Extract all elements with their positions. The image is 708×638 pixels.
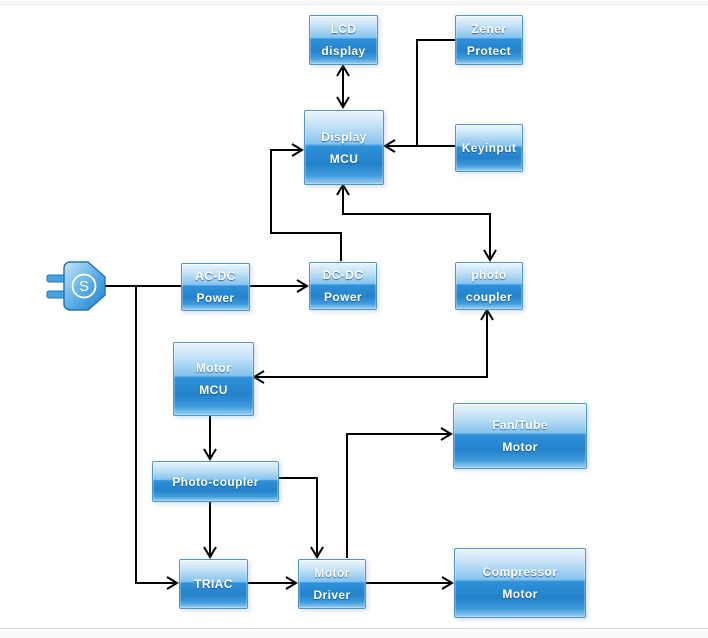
connector-zener-protect-branch	[416, 39, 455, 146]
node-ac-dc-power[interactable]: AC-DC Power	[181, 263, 250, 311]
node-label: DC-DC	[322, 268, 364, 282]
node-label: Motor	[195, 361, 232, 375]
plug-ring	[71, 273, 97, 299]
page-bottom-border	[0, 628, 708, 638]
node-motor-mcu[interactable]: Motor MCU	[173, 342, 254, 416]
node-label: Motor	[314, 566, 350, 580]
node-fan-tube-motor[interactable]: Fan/Tube Motor	[453, 403, 587, 469]
node-photo-coupler-driver[interactable]: Photo-coupler	[152, 461, 279, 502]
node-label: display	[321, 44, 366, 58]
connector-motor-mcu-photo-coupler	[252, 308, 494, 384]
node-keyinput[interactable]: Keyinput	[455, 124, 523, 172]
node-label: Compressor	[482, 565, 558, 579]
node-label: Motor	[502, 587, 538, 601]
node-zener-protect[interactable]: Zener Protect	[455, 15, 523, 65]
node-dc-dc-power[interactable]: DC-DC Power	[309, 262, 377, 310]
node-label: Zener	[471, 22, 507, 36]
node-label: Power	[196, 291, 235, 305]
page-top-border	[0, 0, 708, 5]
node-label: LCD	[330, 22, 357, 36]
node-label: Keyinput	[461, 141, 517, 155]
plug-body	[63, 261, 106, 311]
node-label: Display	[321, 129, 367, 144]
node-label: Motor	[502, 440, 538, 454]
connector-plug-triac	[135, 286, 179, 590]
node-compressor-motor[interactable]: Compressor Motor	[454, 548, 586, 618]
plug-prong	[46, 274, 66, 283]
plug-prong	[46, 290, 66, 299]
node-label: Driver	[313, 588, 351, 602]
connector-display-mcu-photo-coupler	[336, 183, 497, 262]
node-photo-coupler[interactable]: photo coupler	[455, 262, 523, 310]
node-label: photo	[471, 268, 507, 282]
power-plug-icon[interactable]: S	[46, 261, 106, 311]
connector-motor-driver-fan-tube-motor	[346, 427, 453, 558]
node-label: TRIAC	[194, 577, 233, 591]
connector-photo-coupler-driver-motor-driver	[277, 477, 324, 559]
power-plug-letter: S	[79, 278, 89, 295]
node-label: MCU	[199, 383, 228, 397]
node-display-mcu[interactable]: Display MCU	[304, 110, 384, 185]
node-label: AC-DC	[195, 269, 236, 283]
node-label: Protect	[466, 44, 512, 58]
node-motor-driver[interactable]: Motor Driver	[298, 559, 366, 609]
node-label: Photo-coupler	[172, 474, 259, 489]
node-label: coupler	[465, 290, 513, 304]
node-label: Power	[323, 290, 362, 304]
node-lcd-display[interactable]: LCD display	[309, 15, 378, 65]
node-triac[interactable]: TRIAC	[179, 559, 248, 609]
node-label: MCU	[329, 151, 359, 166]
node-label: Fan/Tube	[492, 418, 548, 432]
